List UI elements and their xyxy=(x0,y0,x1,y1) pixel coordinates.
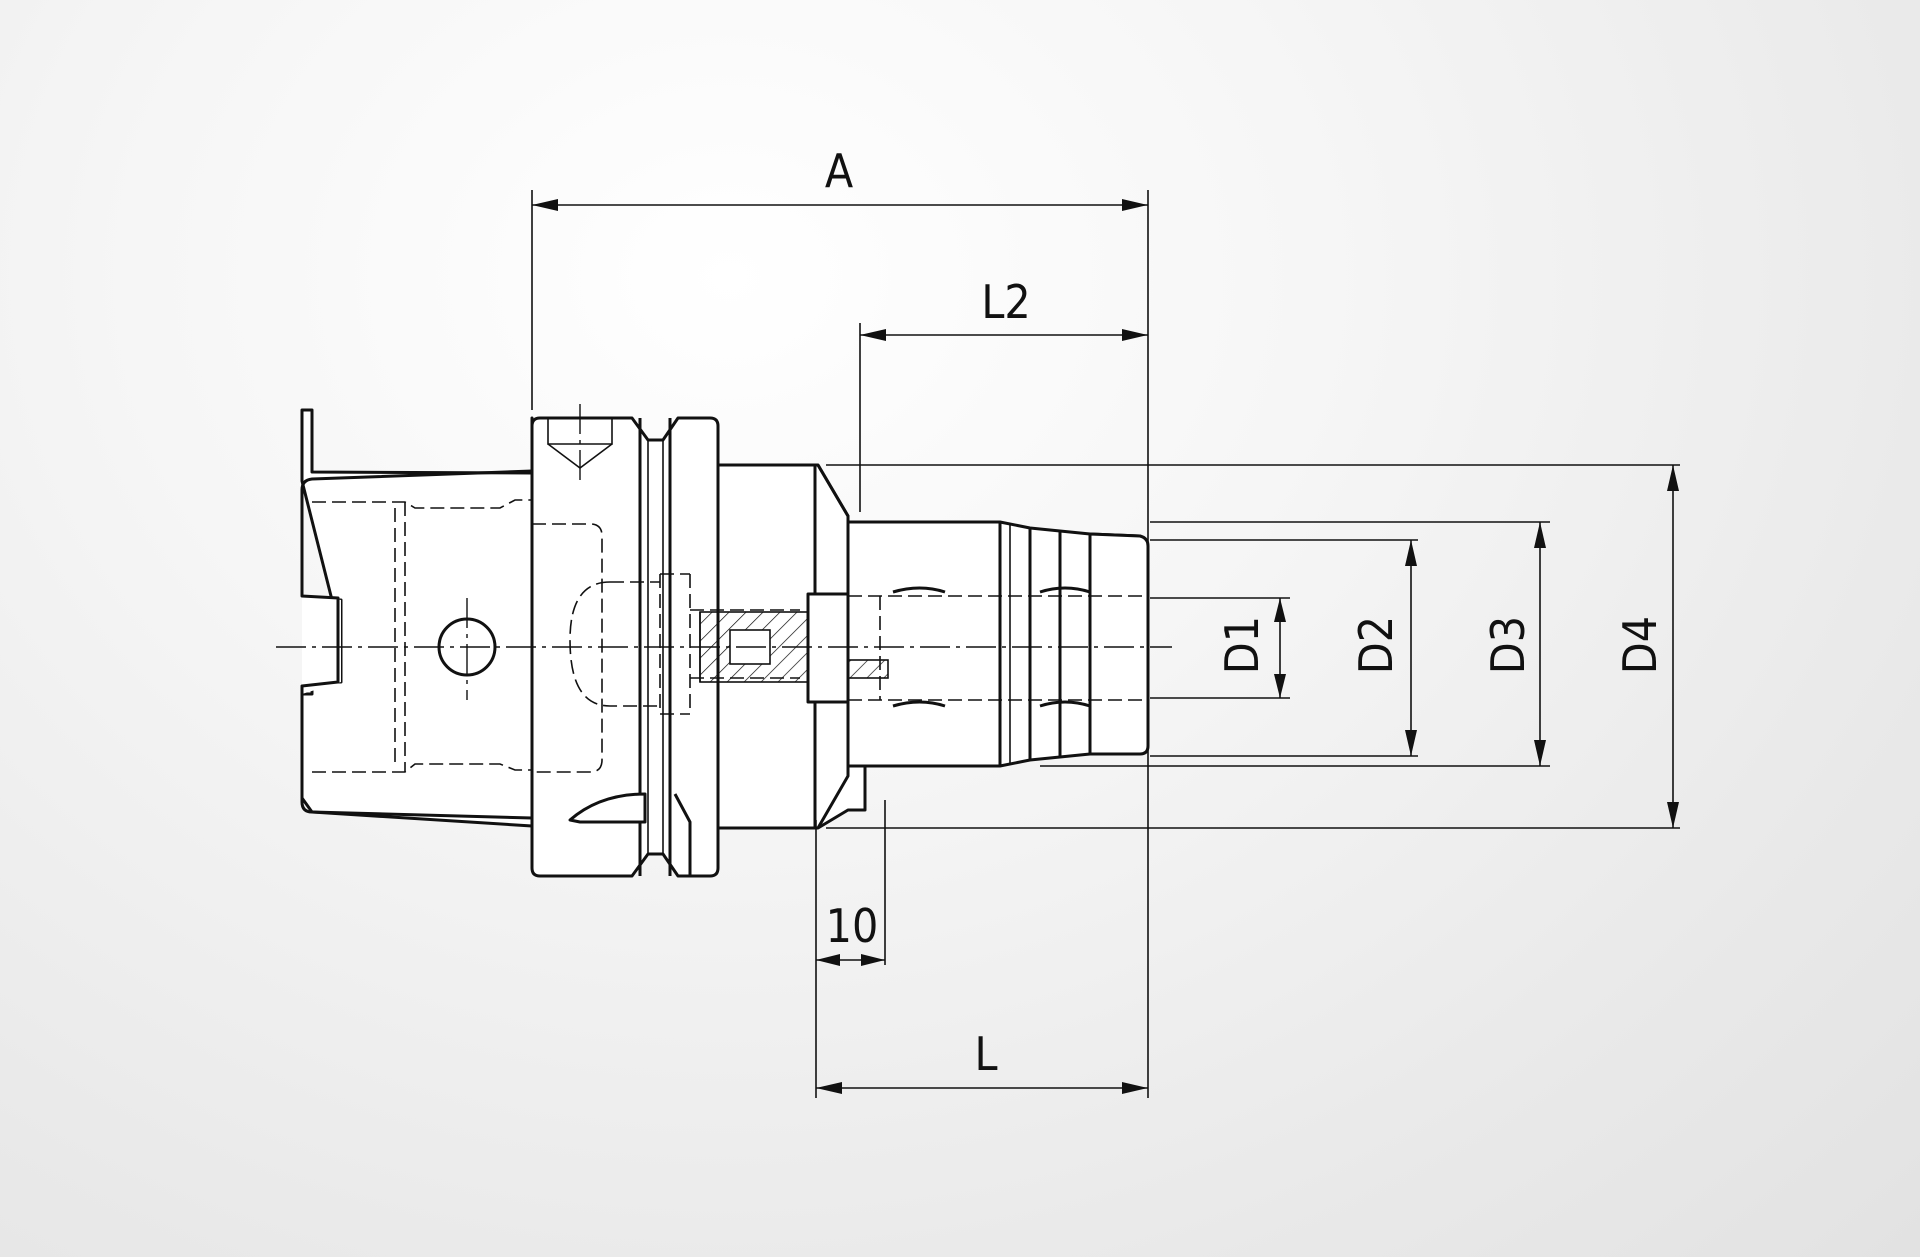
label-D1: D1 xyxy=(1215,616,1269,674)
label-10: 10 xyxy=(826,899,879,953)
label-D4: D4 xyxy=(1613,616,1667,674)
label-L: L xyxy=(974,1027,997,1081)
label-D2: D2 xyxy=(1349,616,1403,674)
collet-front xyxy=(1088,532,1150,756)
label-A: A xyxy=(825,144,853,198)
label-D3: D3 xyxy=(1481,616,1535,674)
dimensions xyxy=(531,190,1680,1098)
dimension-labels: A L2 10 L D1 D2 D3 D4 xyxy=(825,144,1667,1081)
flange-details xyxy=(547,404,817,876)
label-L2: L2 xyxy=(981,275,1030,329)
